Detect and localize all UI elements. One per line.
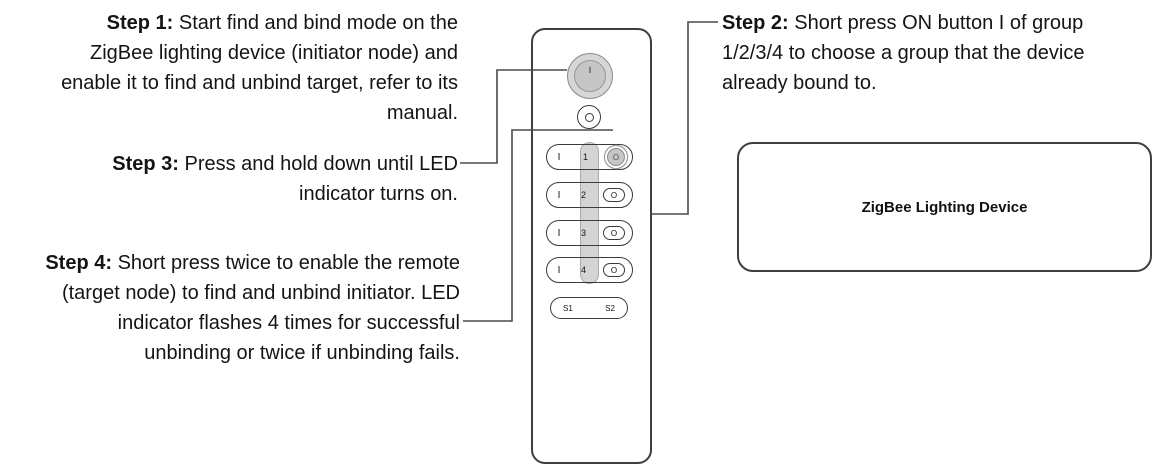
- group-on-button: I: [557, 227, 561, 239]
- connector-step2-to-remote: [650, 21, 718, 215]
- group-number: 1: [582, 152, 588, 162]
- group-off-button: O: [603, 263, 625, 277]
- zigbee-device-box: ZigBee Lighting Device: [737, 142, 1152, 272]
- step-4-label: Step 4:: [45, 252, 113, 274]
- scene-buttons: S1 S2: [550, 297, 628, 319]
- step-1-label: Step 1:: [106, 12, 174, 34]
- group-row: I 1 O: [546, 144, 633, 170]
- led-indicator: [577, 105, 601, 129]
- step-2-text: Step 2: Short press ON button I of group…: [722, 8, 1142, 98]
- led-indicator-dot: [584, 112, 594, 122]
- group-row: I 2 O: [546, 182, 633, 208]
- group-on-button: I: [557, 264, 561, 276]
- power-button-face: I: [574, 60, 606, 92]
- step-1-text: Step 1: Start find and bind mode on the …: [38, 8, 458, 128]
- group-number: 2: [580, 190, 586, 200]
- zigbee-device-label: ZigBee Lighting Device: [861, 198, 1028, 216]
- group-on-button: I: [557, 189, 561, 201]
- group-number: 3: [580, 228, 586, 238]
- step-3-text: Step 3: Press and hold down until LED in…: [58, 149, 458, 209]
- group-number: 4: [580, 265, 586, 275]
- group-row: I 3 O: [546, 220, 633, 246]
- s1-button: S1: [563, 303, 573, 313]
- step-2-label: Step 2:: [722, 12, 789, 34]
- step-4-body: Short press twice to enable the remote (…: [61, 252, 460, 364]
- group-off-button: O: [603, 188, 625, 202]
- step-1-body: Start find and bind mode on the ZigBee l…: [61, 12, 458, 124]
- group-on-button: I: [557, 151, 561, 163]
- remote-control: I I 1 O I 2 O I 3 O I 4 O S1 S2: [531, 28, 652, 464]
- power-button: I: [567, 53, 613, 99]
- group-off-button-highlighted: O: [607, 148, 625, 166]
- step-3-body: Press and hold down until LED indicator …: [184, 153, 459, 205]
- group-row: I 4 O: [546, 257, 633, 283]
- s2-button: S2: [605, 303, 615, 313]
- step-3-label: Step 3:: [112, 153, 179, 175]
- step-4-text: Step 4: Short press twice to enable the …: [45, 248, 460, 368]
- group-off-button: O: [603, 226, 625, 240]
- step-2-body: Short press ON button I of group 1/2/3/4…: [722, 12, 1085, 94]
